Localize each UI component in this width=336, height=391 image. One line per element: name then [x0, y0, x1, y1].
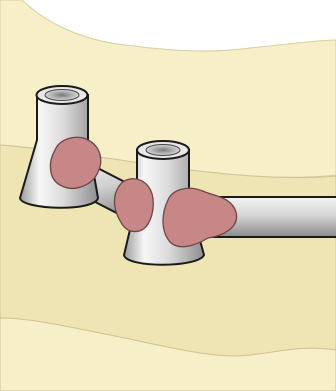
implant-illustration: [0, 0, 336, 391]
